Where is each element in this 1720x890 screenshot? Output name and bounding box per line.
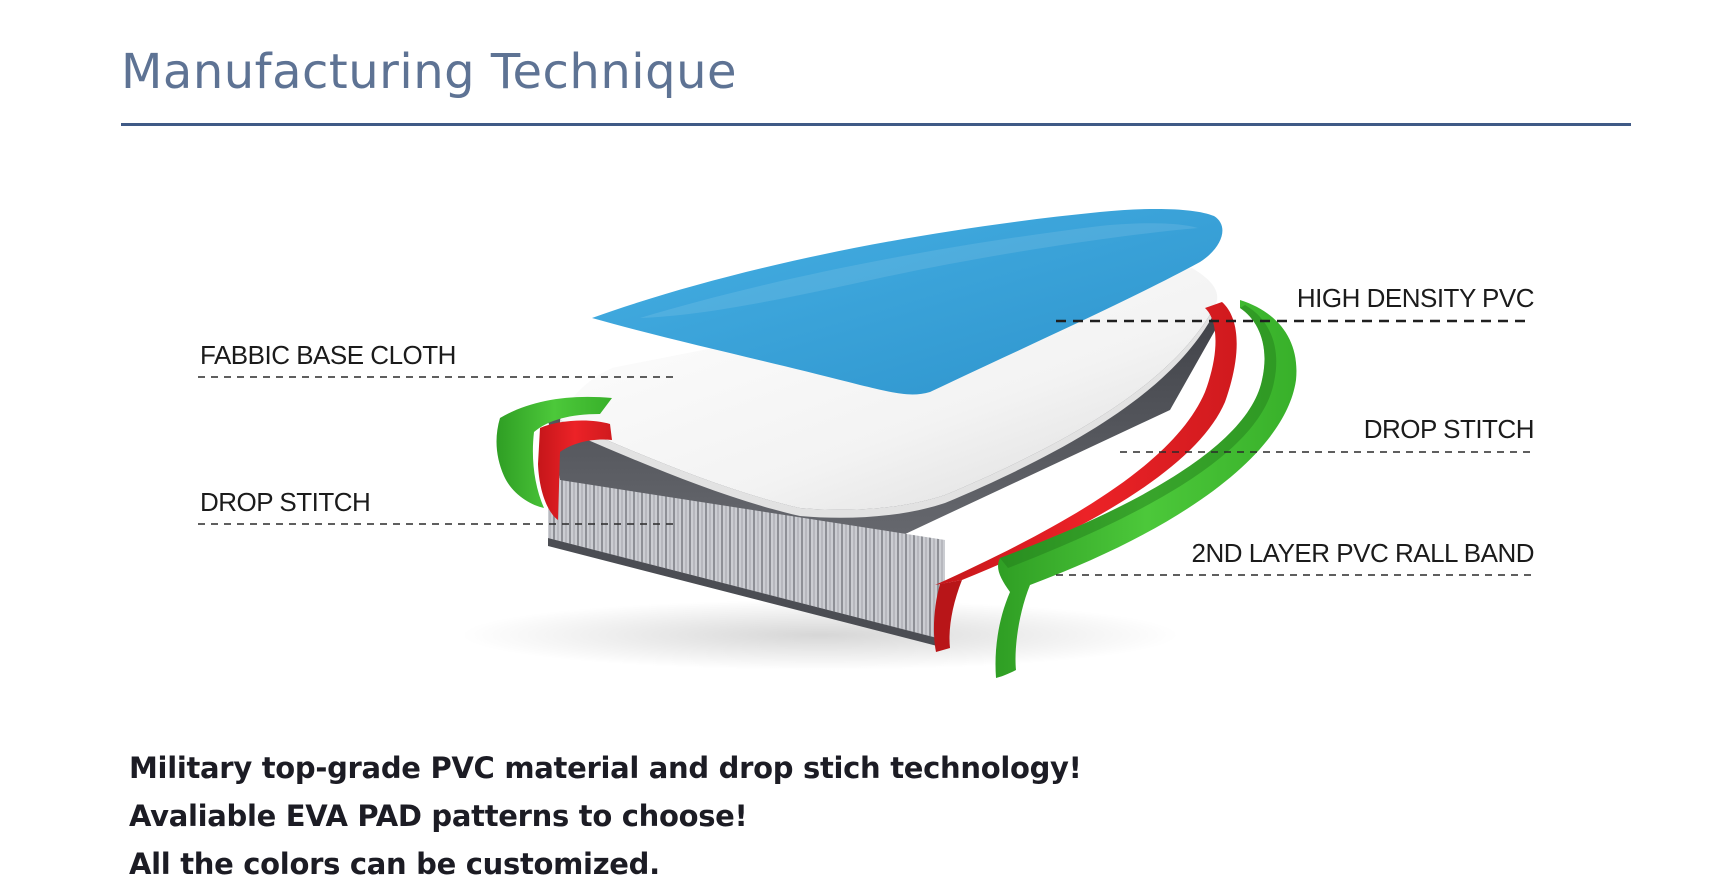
feature-notes: Military top-grade PVC material and drop…	[129, 744, 1082, 888]
left-outer-rail	[496, 396, 612, 508]
title-divider	[121, 123, 1631, 126]
label-drop-stitch-right: DROP STITCH	[1364, 414, 1534, 444]
feature-note: Avaliable EVA PAD patterns to choose!	[129, 799, 748, 833]
top-deck-pvc-layer	[592, 208, 1223, 395]
top-deck-highlight	[640, 223, 1198, 318]
label-rail-band: 2ND LAYER PVC RALL BAND	[1191, 538, 1534, 568]
drop-stitch-front-shade	[548, 430, 945, 640]
label-fabric-base-cloth: FABBIC BASE CLOTH	[200, 340, 456, 370]
label-drop-stitch-left: DROP STITCH	[200, 487, 370, 517]
feature-note: All the colors can be customized.	[129, 847, 660, 881]
right-inner-rail	[935, 302, 1237, 585]
left-inner-rail	[538, 420, 612, 520]
drop-stitch-threads	[548, 430, 945, 640]
feature-note: Military top-grade PVC material and drop…	[129, 751, 1082, 785]
drop-stitch-bottom-edge	[548, 538, 945, 648]
right-outer-rail	[995, 300, 1297, 678]
label-high-density-pvc: HIGH DENSITY PVC	[1297, 283, 1534, 313]
page-title: Manufacturing Technique	[121, 44, 738, 100]
right-inner-rail-lower	[933, 580, 962, 652]
